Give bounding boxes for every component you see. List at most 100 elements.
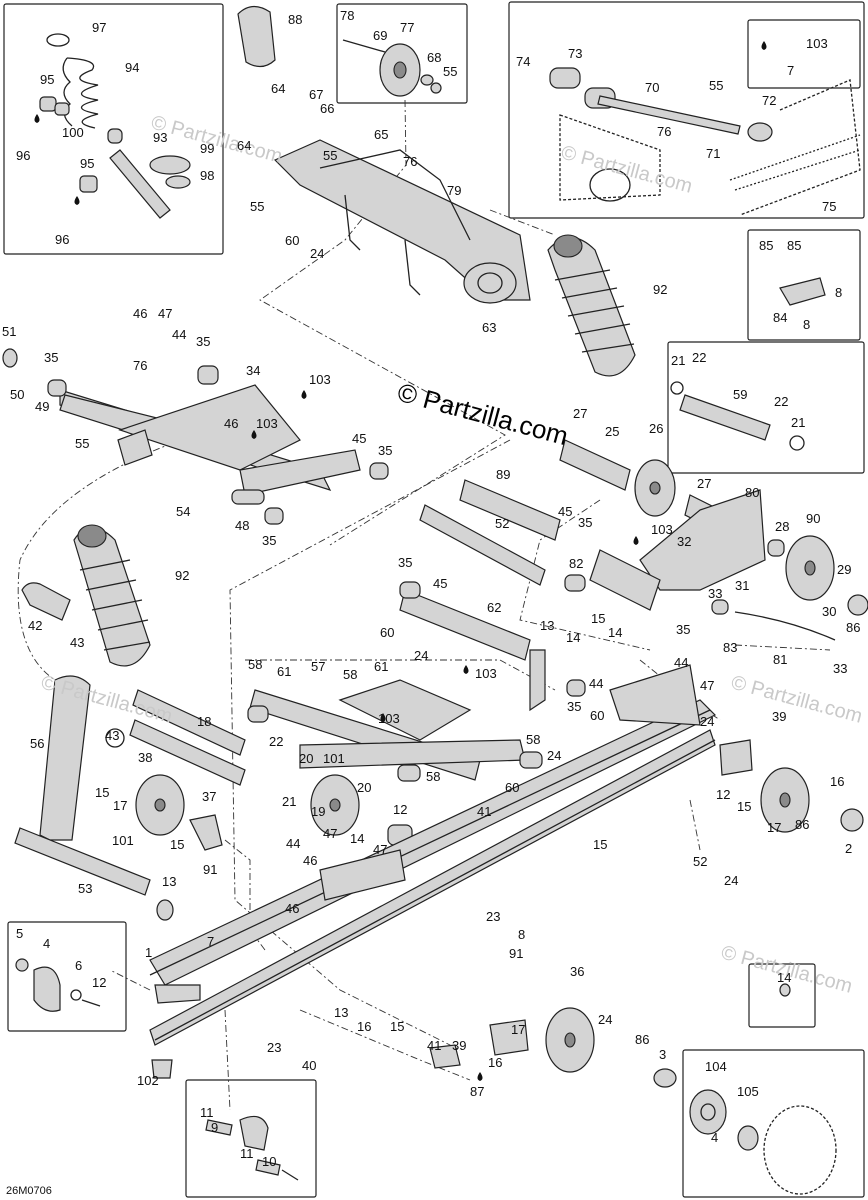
callout-label: 93 — [153, 130, 167, 145]
callout-label: 15 — [591, 611, 605, 626]
callout-label: 100 — [62, 125, 84, 140]
callout-label: 61 — [277, 664, 291, 679]
callout-label: 91 — [203, 862, 217, 877]
callout-label: 85 — [759, 238, 773, 253]
slide-rails — [149, 664, 864, 1088]
callout-label: 20 — [357, 780, 371, 795]
grease-drop-icon — [761, 41, 767, 50]
callout-label: 14 — [566, 630, 580, 645]
callout-label: 61 — [374, 659, 388, 674]
callout-label: 22 — [269, 734, 283, 749]
inset-box-slider-bracket — [185, 1079, 317, 1198]
callout-label: 43 — [70, 635, 84, 650]
callout-label: 13 — [334, 1005, 348, 1020]
callout-label: 68 — [427, 50, 441, 65]
callout-label: 76 — [403, 154, 417, 169]
callout-label: 7 — [787, 63, 794, 78]
callout-label: 85 — [787, 238, 801, 253]
callout-label: 38 — [138, 750, 152, 765]
callout-label: 1 — [145, 945, 152, 960]
callout-label: 24 — [310, 246, 324, 261]
callout-label: 101 — [323, 751, 345, 766]
callout-label: 104 — [705, 1059, 727, 1074]
callout-label: 86 — [846, 620, 860, 635]
callout-label: 41 — [477, 804, 491, 819]
callout-label: 64 — [237, 138, 251, 153]
callout-label: 47 — [158, 306, 172, 321]
front-link — [14, 675, 174, 921]
callout-label: 10 — [262, 1154, 276, 1169]
callout-label: 39 — [452, 1038, 466, 1053]
rear-axles — [419, 381, 868, 641]
callout-label: 13 — [162, 874, 176, 889]
inset-box-bracket — [747, 229, 861, 341]
callout-label: 103 — [806, 36, 828, 51]
callout-label: 94 — [125, 60, 139, 75]
callout-label: 46 — [133, 306, 147, 321]
watermark-text: © Partzilla.com — [394, 377, 571, 451]
grease-drop-icon — [301, 390, 307, 399]
shock-inset-parts — [39, 33, 191, 219]
grease-drop-icon — [251, 430, 257, 439]
watermark-faint: © Partzilla.com — [729, 672, 865, 728]
callout-label: 11 — [240, 1146, 254, 1161]
callout-label: 7 — [207, 934, 214, 949]
callout-label: 55 — [250, 199, 264, 214]
callout-label: 8 — [518, 927, 525, 942]
callout-label: 40 — [302, 1058, 316, 1073]
callout-label: 12 — [393, 802, 407, 817]
callout-label: 72 — [762, 93, 776, 108]
callout-label: 55 — [323, 148, 337, 163]
callout-label: 43 — [105, 728, 119, 743]
callout-label: 14 — [608, 625, 622, 640]
callout-label: 16 — [830, 774, 844, 789]
callout-label: 84 — [773, 310, 787, 325]
callout-label: 23 — [486, 909, 500, 924]
callout-label: 39 — [772, 709, 786, 724]
grease-drop-icon — [34, 114, 40, 123]
callout-label: 14 — [350, 831, 364, 846]
callout-label: 45 — [352, 431, 366, 446]
callout-label: 74 — [516, 54, 530, 69]
callout-label: 37 — [202, 789, 216, 804]
callout-label: 24 — [700, 714, 714, 729]
callout-label: 95 — [80, 156, 94, 171]
grease-drop-icon — [380, 713, 386, 722]
callout-label: 21 — [671, 353, 685, 368]
inset-box-rear-arm-link — [508, 1, 865, 219]
callout-label: 60 — [505, 780, 519, 795]
callout-label: 82 — [569, 556, 583, 571]
inset-box-bearing — [682, 1049, 865, 1198]
callout-label: 17 — [511, 1022, 525, 1037]
callout-label: 59 — [733, 387, 747, 402]
callout-label: 4 — [43, 936, 50, 951]
callout-label: 41 — [427, 1038, 441, 1053]
callout-label: 22 — [774, 394, 788, 409]
callout-label: 6 — [75, 958, 82, 973]
shock-absorbers — [21, 234, 636, 667]
callout-label: 16 — [488, 1055, 502, 1070]
callout-label: 53 — [78, 881, 92, 896]
callout-label: 24 — [598, 1012, 612, 1027]
callout-label: 76 — [133, 358, 147, 373]
inset-box-grease-fitting — [748, 963, 816, 1028]
callout-label: 35 — [676, 622, 690, 637]
front-arm — [2, 348, 389, 525]
callout-label: 44 — [589, 676, 603, 691]
callout-label: 80 — [745, 485, 759, 500]
grease-drop-icon — [74, 196, 80, 205]
callout-label: 48 — [235, 518, 249, 533]
inset-small-parts — [15, 958, 837, 1195]
callout-label: 75 — [822, 199, 836, 214]
callout-label: 20 — [299, 751, 313, 766]
callout-label: 57 — [311, 659, 325, 674]
callout-label: 49 — [35, 399, 49, 414]
callout-label: 58 — [426, 769, 440, 784]
callout-label: 24 — [724, 873, 738, 888]
callout-label: 52 — [495, 516, 509, 531]
callout-label: 86 — [795, 817, 809, 832]
leader-line — [224, 839, 266, 951]
callout-label: 103 — [256, 416, 278, 431]
callout-label: 103 — [309, 372, 331, 387]
